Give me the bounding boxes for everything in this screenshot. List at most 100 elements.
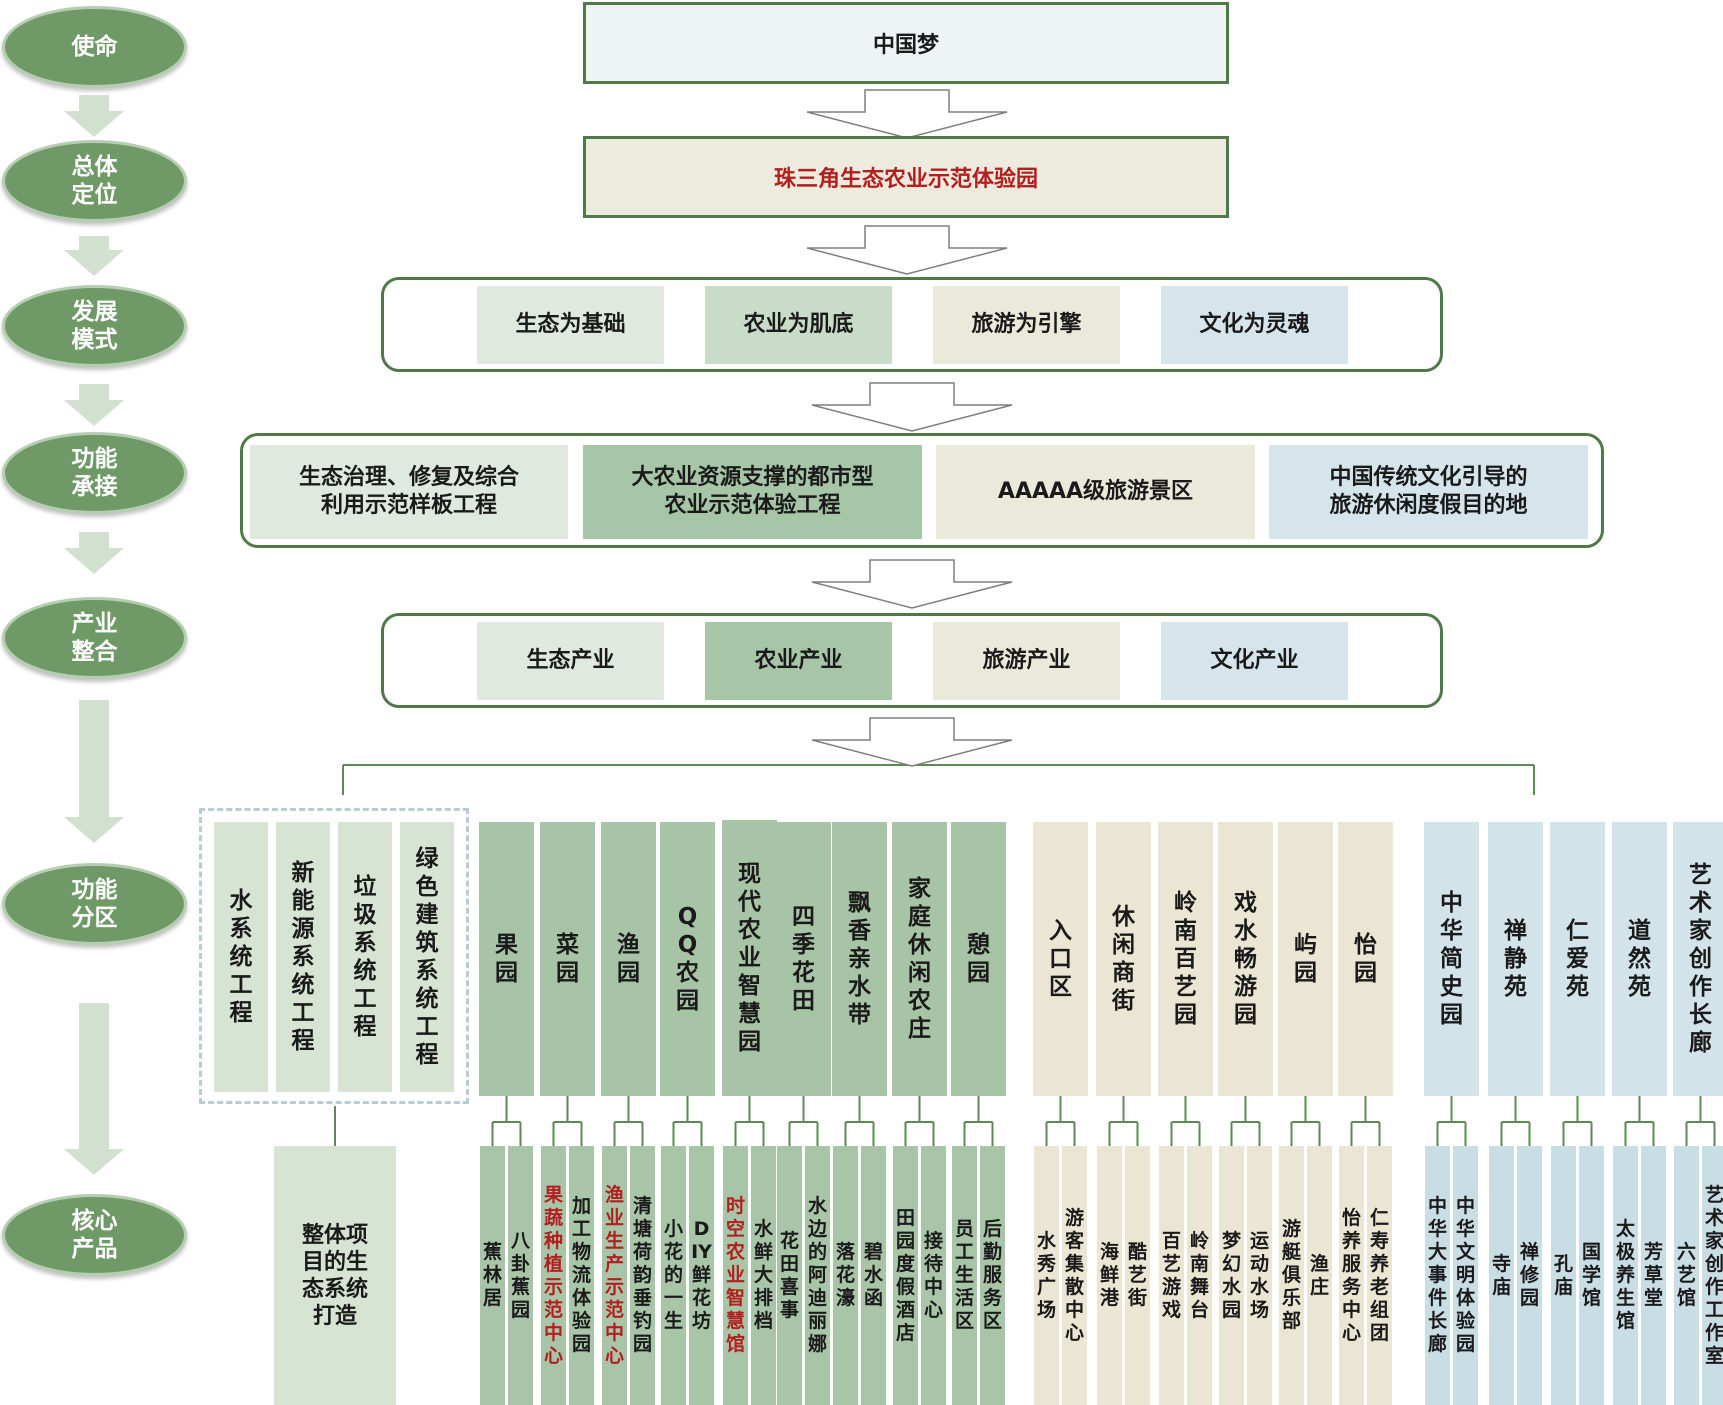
tour-product-4-1-label: 渔庄 — [1309, 1252, 1329, 1298]
agri-product-7-0: 田园度假酒店 — [893, 1146, 918, 1405]
eco-zone-2: 垃圾系统工程 — [338, 822, 392, 1092]
tour-product-2-1: 岭南舞台 — [1187, 1146, 1212, 1405]
agri-product-5-0: 花田喜事 — [777, 1146, 802, 1405]
cult-zone-3-label: 道然苑 — [1627, 918, 1651, 1000]
cult-product-2-1: 国学馆 — [1579, 1146, 1604, 1405]
agri-zone-3-label: QQ农园 — [675, 904, 699, 1014]
cult-zone-2-label: 仁爱苑 — [1565, 918, 1589, 1000]
side-arrow-2 — [64, 236, 124, 276]
agri-product-8-0-label: 员工生活区 — [954, 1218, 974, 1332]
tour-product-3-1: 运动水场 — [1247, 1146, 1272, 1405]
side-arrow-4 — [64, 532, 124, 574]
tour-product-4-1: 渔庄 — [1307, 1146, 1332, 1405]
agri-product-1-0: 果蔬种植示范中心 — [541, 1146, 566, 1405]
cult-zone-4-label: 艺术家创作长廊 — [1688, 862, 1712, 1056]
agri-product-8-1-label: 后勤服务区 — [982, 1218, 1002, 1332]
agri-product-3-0-label: 小花的一生 — [663, 1218, 683, 1332]
cult-product-2-0: 孔庙 — [1551, 1146, 1576, 1405]
positioning-box: 珠三角生态农业示范体验园 — [583, 136, 1229, 218]
tour-zone-0: 入口区 — [1033, 822, 1088, 1096]
cult-product-2-1-label: 国学馆 — [1581, 1241, 1601, 1309]
mode-ecology: 生态为基础 — [477, 286, 664, 364]
tour-zone-0-label: 入口区 — [1048, 918, 1072, 1000]
agri-zone-5: 四季花田 — [776, 822, 831, 1096]
agri-zone-4-label: 现代农业智慧园 — [737, 861, 761, 1055]
cult-product-2-0-label: 孔庙 — [1553, 1252, 1573, 1298]
side-arrow-5 — [64, 700, 124, 843]
cult-zone-0-label: 中华简史园 — [1439, 890, 1463, 1028]
eco-zone-0-label: 水系统工程 — [229, 888, 253, 1026]
cult-product-0-1: 中华文明体验园 — [1453, 1146, 1478, 1405]
cult-zone-1-label: 禅静苑 — [1503, 918, 1527, 1000]
tour-zone-4: 屿园 — [1278, 822, 1333, 1096]
side-arrow-3 — [64, 384, 124, 426]
agri-product-5-1-label: 水边的阿迪丽娜 — [807, 1195, 827, 1355]
tour-product-1-1-label: 酷艺街 — [1127, 1241, 1147, 1309]
agri-product-6-0: 落花濠 — [833, 1146, 858, 1405]
agri-zone-6-label: 飘香亲水带 — [847, 890, 871, 1028]
tour-zone-3-label: 戏水畅游园 — [1233, 890, 1257, 1028]
tour-product-1-0-label: 海鲜港 — [1099, 1241, 1119, 1309]
agri-product-1-0-label: 果蔬种植示范中心 — [543, 1183, 563, 1367]
industry-tourism: 旅游产业 — [933, 622, 1120, 700]
eco-zone-0: 水系统工程 — [214, 822, 268, 1092]
product-eco-system: 整体项 目的生 态系统 打造 — [274, 1146, 396, 1405]
stage-function-support: 功能 承接 — [2, 432, 187, 514]
cult-product-0-1-label: 中华文明体验园 — [1455, 1195, 1475, 1355]
agri-product-2-0-label: 渔业生产示范中心 — [604, 1183, 624, 1367]
positioning-text: 珠三角生态农业示范体验园 — [773, 167, 1038, 192]
eco-zone-2-label: 垃圾系统工程 — [353, 874, 377, 1040]
agri-product-7-1-label: 接待中心 — [923, 1229, 943, 1321]
cult-product-4-0-label: 六艺馆 — [1676, 1241, 1696, 1309]
cult-product-4-0: 六艺馆 — [1674, 1146, 1699, 1405]
agri-zone-6: 飘香亲水带 — [832, 822, 887, 1096]
agri-zone-7: 家庭休闲农庄 — [892, 822, 947, 1096]
agri-product-0-1: 八卦蕉园 — [508, 1146, 533, 1405]
agri-product-5-0-label: 花田喜事 — [779, 1229, 799, 1321]
cult-product-3-0-label: 太极养生馆 — [1615, 1218, 1635, 1332]
tour-product-5-1-label: 仁寿养老组团 — [1369, 1206, 1389, 1344]
agri-zone-1: 菜园 — [540, 822, 595, 1096]
tour-product-0-1: 游客集散中心 — [1062, 1146, 1087, 1405]
stage-function-zoning: 功能 分区 — [2, 863, 187, 945]
function-agriculture: 大农业资源支撑的都市型 农业示范体验工程 — [583, 445, 922, 539]
arrow-industry-to-zones — [811, 717, 1013, 767]
agri-zone-8-label: 憩园 — [966, 932, 990, 986]
tour-product-3-1-label: 运动水场 — [1249, 1229, 1269, 1321]
cult-product-1-1: 禅修园 — [1517, 1146, 1542, 1405]
mode-culture: 文化为灵魂 — [1161, 286, 1348, 364]
agri-product-8-1: 后勤服务区 — [980, 1146, 1005, 1405]
mission-text: 中国梦 — [872, 33, 939, 58]
cult-zone-1: 禅静苑 — [1488, 822, 1543, 1096]
tour-product-2-1-label: 岭南舞台 — [1189, 1229, 1209, 1321]
agri-product-0-0: 蕉林居 — [480, 1146, 505, 1405]
agri-product-6-1-label: 碧水函 — [863, 1241, 883, 1309]
tour-zone-4-label: 屿园 — [1293, 932, 1317, 986]
tour-zone-5-label: 怡园 — [1353, 932, 1377, 986]
tour-product-0-0-label: 水秀广场 — [1036, 1229, 1056, 1321]
industry-culture: 文化产业 — [1161, 622, 1348, 700]
agri-zone-7-label: 家庭休闲农庄 — [907, 876, 931, 1042]
cult-zone-0: 中华简史园 — [1424, 822, 1479, 1096]
stage-core-products: 核心 产品 — [2, 1194, 187, 1276]
agri-zone-0-label: 果园 — [494, 932, 518, 986]
tour-product-1-0: 海鲜港 — [1097, 1146, 1122, 1405]
eco-zone-group — [199, 808, 469, 1104]
mode-tourism: 旅游为引擎 — [933, 286, 1120, 364]
eco-zone-3: 绿色建筑系统工程 — [400, 822, 454, 1092]
tour-zone-5: 怡园 — [1338, 822, 1393, 1096]
agri-product-4-1-label: 水鲜大排档 — [753, 1218, 773, 1332]
agri-product-3-1-label: DIY鲜花坊 — [691, 1218, 712, 1332]
cult-product-1-0-label: 寺庙 — [1491, 1252, 1511, 1298]
cult-product-1-0: 寺庙 — [1489, 1146, 1514, 1405]
stage-industry-integration: 产业 整合 — [2, 597, 187, 679]
agri-product-0-1-label: 八卦蕉园 — [510, 1229, 530, 1321]
cult-product-0-0: 中华大事件长廊 — [1425, 1146, 1450, 1405]
tour-zone-2: 岭南百艺园 — [1158, 822, 1213, 1096]
cult-zone-2: 仁爱苑 — [1550, 822, 1605, 1096]
eco-zone-1-label: 新能源系统工程 — [291, 860, 315, 1054]
tour-product-2-0: 百艺游戏 — [1159, 1146, 1184, 1405]
cult-product-3-1-label: 芳草堂 — [1643, 1241, 1663, 1309]
